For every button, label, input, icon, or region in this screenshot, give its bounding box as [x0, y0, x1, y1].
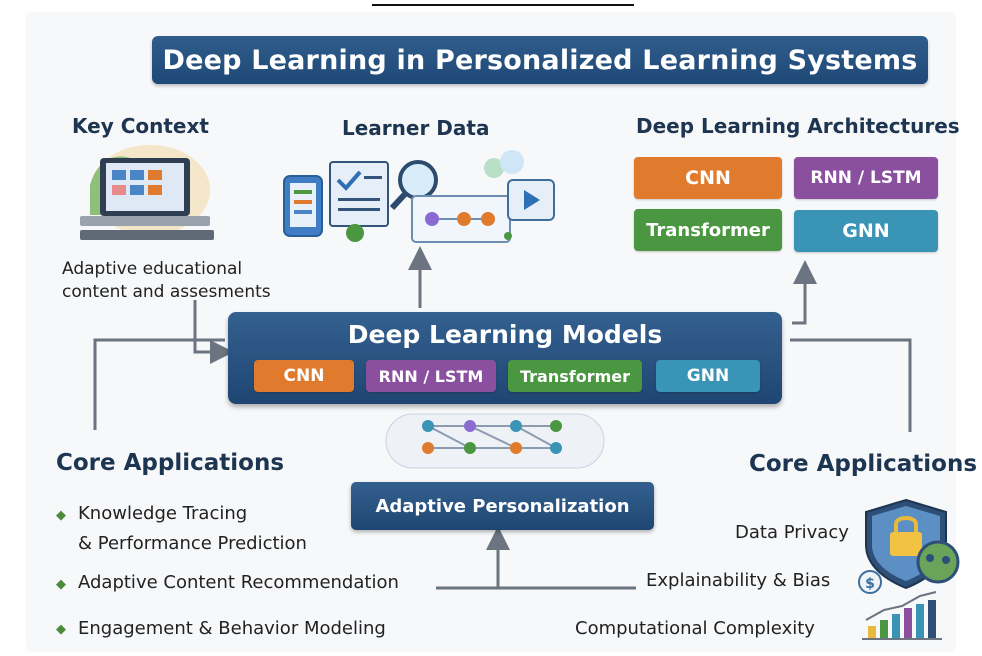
architectures-heading: Deep Learning Architectures — [636, 114, 960, 138]
key-context-line2: content and assesments — [62, 282, 271, 302]
models-title: Deep Learning Models — [347, 320, 663, 349]
core-left-item1-line1: Knowledge Tracing — [78, 503, 248, 524]
key-context-heading: Key Context — [72, 114, 209, 138]
core-right-item2: Explainability & Bias — [646, 570, 831, 591]
core-right-heading: Core Applications — [749, 451, 978, 477]
arrow-models-to-architectures — [792, 260, 817, 325]
arrow-context-to-models — [193, 300, 234, 364]
deep-learning-models-box: Deep Learning Models CNN RNN / LSTM Tran… — [228, 312, 782, 404]
core-left-heading: Core Applications — [56, 450, 285, 476]
arch-chip-rnn-lstm: RNN / LSTM — [794, 157, 938, 199]
model-chip-cnn: CNN — [254, 360, 354, 392]
connector-left-core — [93, 338, 225, 430]
arch-chip-cnn: CNN — [634, 157, 782, 199]
arch-chip-gnn: GNN — [794, 210, 938, 252]
core-left-item3: Engagement & Behavior Modeling — [78, 618, 386, 639]
check-icon: ◆ — [56, 508, 66, 523]
check-icon: ◆ — [56, 577, 66, 592]
main-title: Deep Learning in Personalized Learning S… — [152, 36, 928, 84]
model-chip-transformer: Transformer — [508, 360, 642, 392]
adaptive-personalization-box: Adaptive Personalization — [351, 482, 654, 530]
model-chip-gnn: GNN — [656, 360, 760, 392]
learner-data-heading: Learner Data — [342, 116, 490, 140]
core-left-item1-line2: & Performance Prediction — [78, 533, 307, 554]
core-right-item1: Data Privacy — [735, 522, 849, 543]
arch-chip-transformer: Transformer — [634, 209, 782, 251]
connector-right-core — [790, 338, 912, 432]
model-chip-rnn-lstm: RNN / LSTM — [366, 360, 496, 392]
top-rule — [372, 4, 634, 6]
core-left-item2: Adaptive Content Recommendation — [78, 572, 399, 593]
key-context-line1: Adaptive educational — [62, 259, 243, 279]
core-right-item3: Computational Complexity — [575, 618, 815, 639]
check-icon: ◆ — [56, 622, 66, 637]
